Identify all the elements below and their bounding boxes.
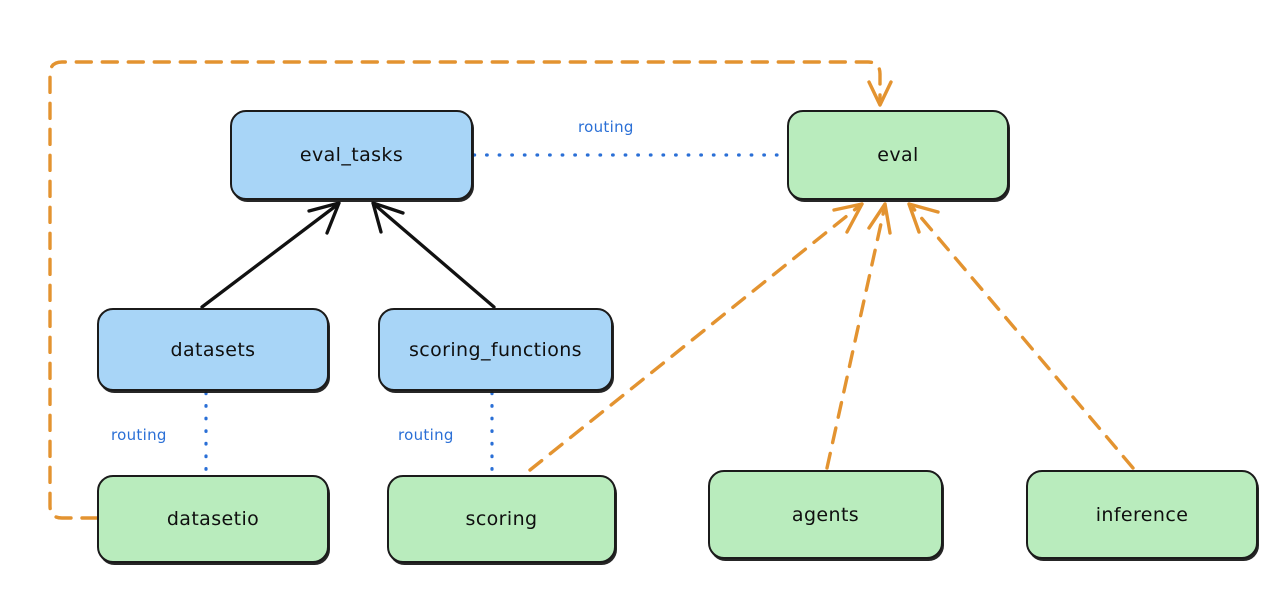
node-datasets[interactable]: datasets [97,308,329,391]
node-datasetio[interactable]: datasetio [97,475,329,563]
node-agents[interactable]: agents [708,470,943,559]
node-label: scoring [465,508,538,530]
node-eval[interactable]: eval [787,110,1009,200]
node-label: datasets [170,338,256,361]
node-label: datasetio [166,508,260,530]
edge-label-routing-scoring-functions-scoring: routing [398,426,454,444]
node-label: inference [1095,503,1189,526]
node-label: eval_tasks [299,144,404,166]
node-label: scoring_functions [409,338,582,361]
edge-label-routing-datasets-datasetio: routing [111,426,167,444]
edge-agents-eval [825,202,892,470]
edge-inference-eval [907,202,1135,470]
node-eval-tasks[interactable]: eval_tasks [230,110,473,200]
edge-label-routing-eval-tasks-eval: routing [578,118,634,136]
node-scoring-functions[interactable]: scoring_functions [378,308,613,391]
node-scoring[interactable]: scoring [387,475,616,563]
node-label: agents [791,503,860,526]
edge-datasets-eval_tasks [200,201,341,309]
node-label: eval [877,144,919,166]
node-inference[interactable]: inference [1026,470,1258,559]
edge-scoring_functions-eval_tasks [371,201,496,309]
